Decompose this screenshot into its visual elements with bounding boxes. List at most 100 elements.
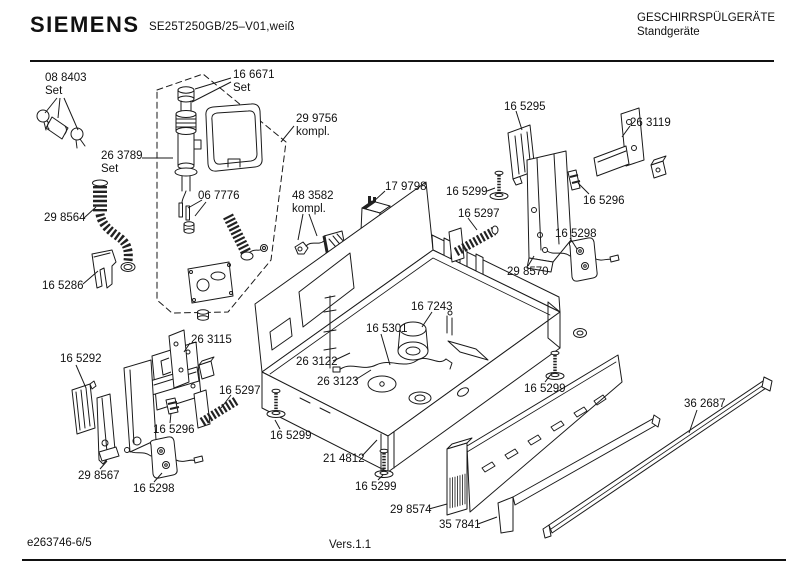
part-label-16-5298-l: 16 5298 [133,483,175,495]
leader-16-5297-l [221,395,231,408]
footer-rule [22,559,786,561]
leader-16-6671 [192,82,231,102]
spacer-16-5296-right [568,170,580,190]
part-label-16-5299-b: 16 5299 [355,481,397,493]
leader-16-5299-r [545,373,552,382]
part-label-26-3119: 26 3119 [630,117,671,129]
part-label-29-8567: 29 8567 [78,470,120,482]
leader-26-3122 [333,353,350,361]
leader-29-8564 [84,207,96,218]
leader-16-7243 [422,312,432,327]
header-rule [30,60,774,62]
category-line: GESCHIRRSPÜLGERÄTE [637,12,776,24]
latch-16-5298-left [125,437,204,478]
leader-06-7776 [195,202,206,216]
leader-08-8403 [45,98,57,113]
part-label-16-5292: 16 5292 [60,353,102,365]
foot-screw-left [267,389,285,417]
leader-16-5298-l [154,473,162,482]
trim-35-7841 [498,415,660,533]
plinth-panel-29-8574 [447,355,622,515]
foot-screw-bottom [375,449,393,477]
bracket-26-3115 [161,330,214,388]
aquastop-group-outline [157,74,286,313]
inlet-coil-hose [228,216,268,260]
subcategory-line: Standgeräte [637,25,700,38]
hose-clamp-kit [37,110,85,148]
leader-16-5299-b [378,475,383,480]
leader-48-3582 [309,214,317,236]
leader-29-8574 [429,504,447,509]
part-label-21-4812: 21 4812 [323,453,365,465]
brand-logo: SIEMENS [30,12,140,37]
leader-36-2687 [689,410,697,433]
leader-29-9756 [281,126,294,142]
part-label-17-9798: 17 9798 [385,181,427,193]
leader-16-5299-l [275,420,280,429]
drain-spring-hose [93,180,136,272]
leader-21-4812 [362,440,377,456]
bracket-29-8567 [97,394,119,464]
bracket-29-8570 [527,151,571,272]
leader-16-5286 [83,271,98,284]
part-label-35-7841: 35 7841 [439,519,481,531]
part-label-16-5286: 16 5286 [42,280,84,292]
aquastop-cover [206,104,262,171]
part-label-16-5296-r: 16 5296 [583,195,625,207]
leader-16-5292 [76,365,86,388]
part-label-26-3123: 26 3123 [317,376,359,388]
part-label-29-8574: 29 8574 [390,504,432,516]
part-label-16-5295: 16 5295 [504,101,546,113]
category-block: GESCHIRRSPÜLGERÄTE Standgeräte [637,12,775,39]
part-label-29-8564: 29 8564 [44,212,86,224]
leader-26-3119 [622,126,630,137]
part-label-16-7243: 16 7243 [411,301,453,313]
holder-bracket [92,250,116,288]
leader-16-5296-r [578,183,589,194]
leader-17-9798 [373,191,385,202]
spindle-16-5297-left [194,390,236,428]
part-label-36-2687: 36 2687 [684,398,726,410]
part-label-16-5299-r: 16 5299 [524,383,566,395]
part-label-16-5298-r: 16 5298 [555,228,597,240]
spindle-16-5297-right [449,226,498,262]
foot-screw-top-right [490,171,508,199]
leader-06-7776 [188,200,202,208]
part-label-16-5296-l: 16 5296 [153,424,195,436]
leader-08-8403 [58,98,60,118]
connector-pins-cable [179,191,194,233]
part-label-16-5297-l: 16 5297 [219,385,261,397]
leader-29-8570 [528,256,534,266]
part-label-26-3115: 26 3115 [191,334,232,346]
leader-26-3115 [184,343,190,352]
part-label-16-5297-r: 16 5297 [458,208,500,220]
leader-29-8567 [100,461,107,469]
part-label-16-5299-l: 16 5299 [270,430,312,442]
document-number: e263746-6/5 [27,537,92,549]
trim-36-2687 [543,377,772,538]
leader-16-5297-r [468,218,477,230]
leader-16-5298-r [570,238,577,249]
leader-35-7841 [478,517,497,524]
leader-16-5299-a [487,188,495,191]
version-label: Vers.1.1 [329,539,372,551]
part-label-06-7776: 06 7776 [198,190,240,202]
part-label-29-8570: 29 8570 [507,266,549,278]
leader-16-5301 [381,334,390,365]
leader-lines [45,78,697,524]
leader-16-5295 [516,111,522,130]
part-label-16-5301: 16 5301 [366,323,408,335]
spacer-16-5296-left [166,398,179,414]
mounting-plate [188,262,233,320]
model-number: SE25T250GB/25–V01,weiß [149,21,295,33]
base-assembly [255,182,587,472]
leader-26-3123 [355,370,371,380]
part-label-26-3122: 26 3122 [296,356,338,368]
foot-screw-right [546,351,564,379]
